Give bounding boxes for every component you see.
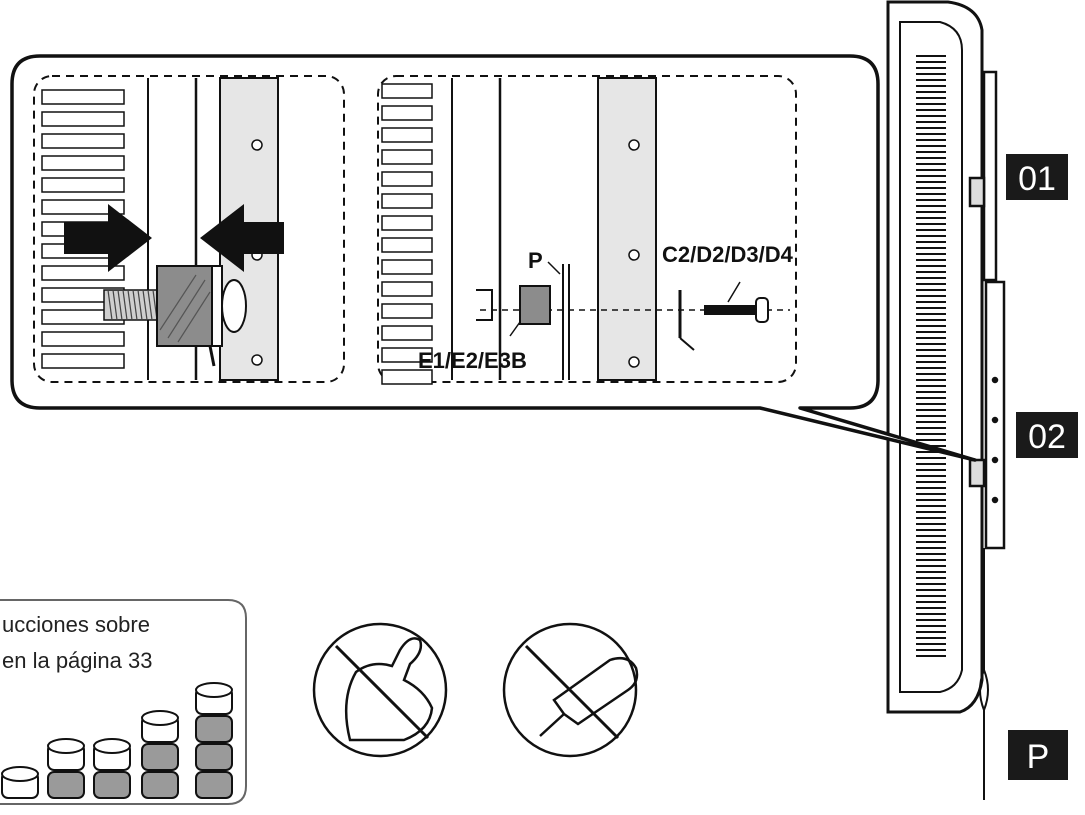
upper-wall-bracket xyxy=(968,70,998,282)
part-p-badge: P xyxy=(1008,730,1068,780)
vent-slot xyxy=(41,133,125,149)
step-01-label: 01 xyxy=(1018,160,1056,198)
spacer-stack xyxy=(1,766,39,799)
thread-line xyxy=(122,289,128,321)
vent-slot xyxy=(41,353,125,369)
part-p-badge-label: P xyxy=(1027,738,1050,776)
step-02-badge: 02 xyxy=(1016,412,1078,458)
spacer-hatch xyxy=(159,274,211,343)
tv-vent-slots xyxy=(916,55,946,657)
thread-line xyxy=(107,289,113,321)
vent-slot xyxy=(381,149,433,165)
thread-line xyxy=(142,289,148,321)
detail-left-panel xyxy=(33,75,345,383)
step-02-label: 02 xyxy=(1028,418,1066,456)
vent-slot xyxy=(41,111,125,127)
lower-wall-bracket xyxy=(968,280,1006,550)
arrow-left-icon xyxy=(200,204,284,272)
spacers-label: E1/E2/E3B xyxy=(418,348,527,373)
vent-slot xyxy=(381,303,433,319)
note-line-1: ucciones sobre xyxy=(2,612,150,637)
right-vent-slots xyxy=(381,83,433,385)
no-power-drill-icon xyxy=(502,622,639,758)
screw-threads xyxy=(107,289,163,321)
thread-line xyxy=(137,289,143,321)
vent-slot xyxy=(381,325,433,341)
thread-line xyxy=(127,289,133,321)
spacer-stack xyxy=(93,738,131,799)
instructions-note-box: ucciones sobre en la página 33 xyxy=(0,599,247,805)
vent-slot xyxy=(381,259,433,275)
thread-line xyxy=(147,289,153,321)
vent-slot xyxy=(41,89,125,105)
vent-slot xyxy=(381,105,433,121)
vent-slot xyxy=(41,331,125,347)
callout-bubble xyxy=(10,54,977,462)
vent-slot xyxy=(381,127,433,143)
vent-slot xyxy=(381,83,433,99)
spacer-stack xyxy=(47,738,85,799)
detail-right-panel xyxy=(377,75,797,385)
arrow-right-icon xyxy=(64,204,152,272)
vent-slot xyxy=(381,193,433,209)
thread-line xyxy=(112,289,118,321)
vent-slot xyxy=(381,237,433,253)
safety-cable xyxy=(979,548,989,800)
thread-line xyxy=(132,289,138,321)
note-line-2: en la página 33 xyxy=(2,648,152,673)
vent-slot xyxy=(381,369,433,385)
vent-slot xyxy=(381,171,433,187)
vent-slot xyxy=(381,347,433,363)
spacer-stack xyxy=(195,682,233,799)
spacer-stack xyxy=(141,710,179,799)
part-p-label: P xyxy=(528,248,543,273)
spacer-stack-illustration xyxy=(1,682,233,799)
vent-slot xyxy=(381,281,433,297)
vent-slot xyxy=(381,215,433,231)
no-force-icon xyxy=(312,622,448,758)
vent-slot xyxy=(41,265,125,281)
vent-slot xyxy=(41,199,125,215)
screws-label: C2/D2/D3/D4 xyxy=(662,242,794,267)
step-01-badge: 01 xyxy=(1006,154,1068,200)
vent-slot xyxy=(41,177,125,193)
thread-line xyxy=(117,289,123,321)
vent-slot xyxy=(41,155,125,171)
